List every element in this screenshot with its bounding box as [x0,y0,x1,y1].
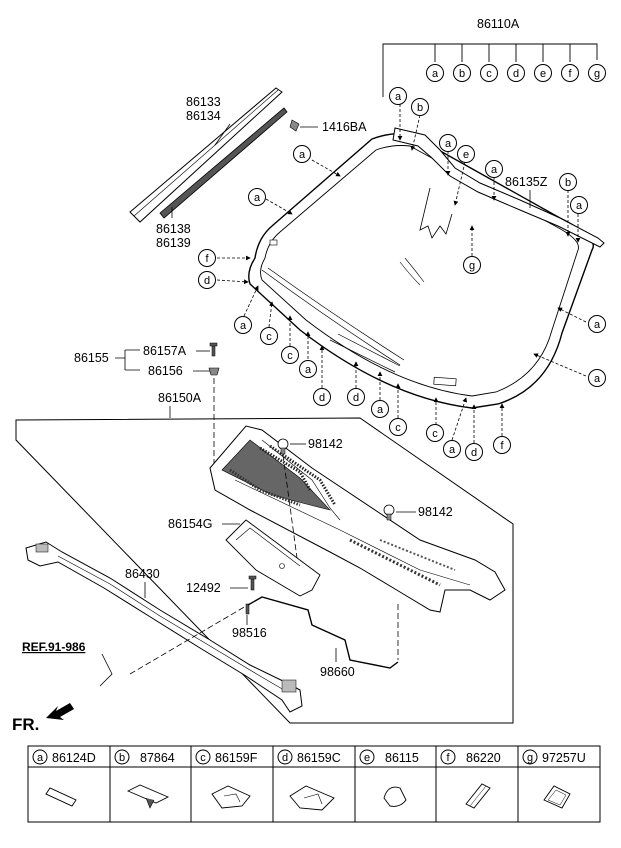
label-12492: 12492 [186,581,221,595]
legend-f-part: 86220 [466,751,501,765]
callout-g-bracket: g [594,68,600,80]
legend-g-letter: g [527,752,533,764]
windshield-callout-circles: a b a e a b a g a a f d a c c a d d a c … [198,87,606,461]
label-86155: 86155 [74,351,109,365]
windshield-callouts [216,104,587,443]
svg-text:c: c [432,428,438,440]
svg-text:g: g [469,260,475,272]
svg-text:f: f [205,253,209,265]
svg-text:a: a [445,138,452,150]
label-86110A: 86110A [477,17,520,31]
label-86134: 86134 [186,109,221,123]
svg-text:a: a [576,200,583,212]
bracket-86110A [382,43,598,97]
svg-text:c: c [266,331,272,343]
svg-text:d: d [353,392,359,404]
label-98516: 98516 [232,626,267,640]
svg-text:b: b [417,102,423,114]
clip-98142-right-icon [383,504,395,521]
label-86139: 86139 [156,236,191,250]
label-86133: 86133 [186,95,221,109]
svg-text:f: f [500,440,504,452]
svg-text:a: a [299,149,306,161]
svg-text:d: d [204,275,210,287]
label-86154G: 86154G [168,517,212,531]
assembly-box-86150A [15,417,514,724]
label-86135Z: 86135Z [505,175,548,189]
legend-d-letter: d [282,752,288,764]
svg-text:a: a [395,91,402,103]
label-98142-right: 98142 [418,505,453,519]
legend-a-part: 86124D [52,751,96,765]
callout-c-bracket: c [486,68,492,80]
callout-f-bracket: f [568,68,572,80]
legend-b-letter: b [119,752,125,764]
clip-98142-top-icon [277,438,289,455]
legend-d-part: 86159C [297,751,341,765]
clip-1416BA-icon [289,119,300,132]
svg-text:d: d [471,447,477,459]
hose-98660 [247,596,399,669]
svg-text:b: b [565,177,571,189]
legend-e-letter: e [364,752,370,764]
svg-text:c: c [287,350,293,362]
callout-b-bracket: b [459,68,465,80]
legend-header: a 86124D b 87864 c 86159F d 86159C e 861… [32,749,586,765]
legend-a-letter: a [37,752,44,764]
front-direction-label: FR. [12,715,39,734]
cowl-top-panel [209,425,506,613]
svg-text:a: a [491,164,498,176]
svg-text:a: a [594,373,601,385]
legend-f-letter: f [446,752,450,764]
label-86138: 86138 [156,222,191,236]
svg-text:a: a [240,320,247,332]
part-86159F-icon [211,785,251,809]
grommet-86156-icon [208,367,220,376]
svg-text:a: a [377,404,384,416]
svg-text:d: d [319,392,325,404]
legend-g-part: 97257U [542,751,586,765]
windshield [248,127,605,409]
label-86430: 86430 [125,567,160,581]
label-86156: 86156 [148,364,183,378]
cowl-bracket-86154G [225,519,321,597]
svg-text:c: c [395,422,401,434]
callout-a-bracket: a [432,68,439,80]
svg-text:a: a [449,444,456,456]
callout-d-bracket: d [513,68,519,80]
seal-86430 [25,541,303,713]
nozzle-98516-icon [245,603,250,615]
legend-c-letter: c [200,752,206,764]
legend-part-pictures [45,783,571,811]
legend-e-part: 86115 [385,751,419,765]
bracket-callouts: a b c d e f g [426,64,606,82]
part-97257U-icon [543,785,571,809]
screw-12492-icon [248,575,257,591]
bracket-ticks [434,44,571,62]
callout-e-bracket: e [540,68,546,80]
moulding-86138 [159,107,288,219]
label-98660: 98660 [320,665,355,679]
svg-text:a: a [254,192,261,204]
screw-86157A-icon [209,342,218,357]
label-1416BA: 1416BA [322,120,367,134]
legend-c-part: 86159F [215,751,258,765]
part-86115-icon [383,786,407,807]
label-86157A: 86157A [143,344,187,358]
legend-b-part: 87864 [140,751,175,765]
ref-label: REF.91-986 [22,640,86,654]
label-86150A: 86150A [158,391,202,405]
label-98142-top: 98142 [308,437,343,451]
svg-text:a: a [305,364,312,376]
front-arrow-icon [46,703,74,720]
part-86159C-icon [289,785,335,811]
svg-text:a: a [594,319,601,331]
moulding-86133 [129,87,283,223]
svg-text:e: e [463,149,469,161]
